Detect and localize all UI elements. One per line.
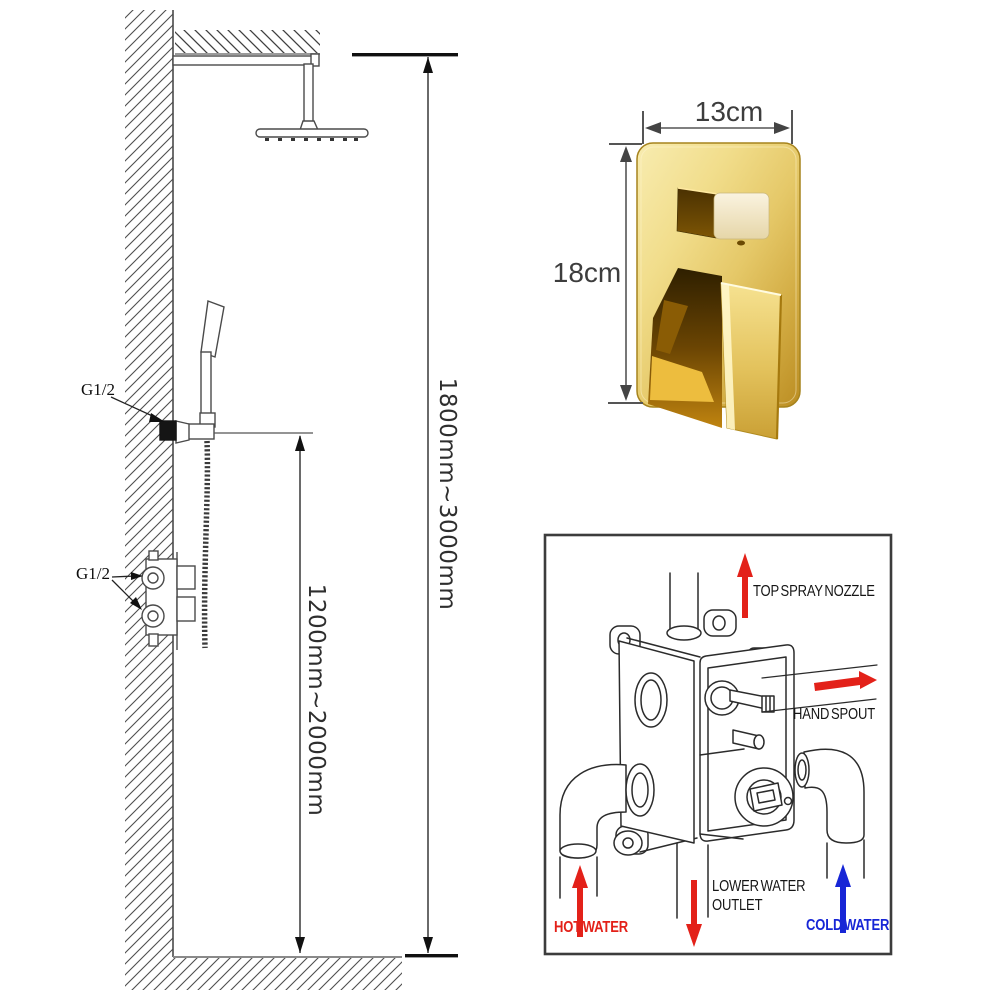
hand-shower-drawing [159, 300, 225, 444]
lower-outlet-arrow [686, 880, 702, 947]
width-dimension-line [642, 110, 793, 144]
cold-water-arrow [835, 864, 851, 933]
rain-shower-arm-drawing [172, 53, 320, 131]
gold-valve-handle-recess [648, 268, 722, 428]
gold-valve-diverter-knob [676, 187, 770, 246]
in-wall-mixer-valve-drawing [141, 550, 196, 650]
gold-valve-handle [720, 282, 783, 440]
overall-height-dimension-label: 1800mm~3000mm [434, 377, 460, 611]
lower-water-outlet-label-line1: LOWER WATER [712, 878, 806, 895]
top-spray-arrow [737, 553, 753, 618]
g12-lower-leader [111, 572, 143, 610]
handshower-height-dimension-label: 1200mm~2000mm [303, 583, 329, 817]
hand-spout-label: HAND SPOUT [793, 706, 876, 723]
height-dimension-line [608, 143, 643, 404]
dimension-line-overall [352, 53, 458, 958]
hot-water-arrow [572, 865, 588, 937]
shower-hose-drawing [201, 440, 211, 649]
g12-lower-label: G1/2 [76, 564, 110, 583]
valve-body-drawing [559, 572, 878, 919]
dimension-line-handshower [214, 432, 313, 953]
top-spray-nozzle-label: TOP SPRAY NOZZLE [753, 583, 875, 600]
floor-hatch [125, 956, 402, 990]
hand-spout-arrow [814, 671, 877, 691]
g12-upper-label: G1/2 [81, 380, 115, 399]
ceiling-hatch [175, 30, 320, 55]
valve-width-label: 13cm [694, 96, 764, 127]
cold-water-label: COLD WATER [806, 917, 890, 934]
valve-height-label: 18cm [552, 257, 622, 288]
wall-hatch [125, 10, 174, 957]
g12-upper-leader [110, 396, 165, 422]
lower-water-outlet-label-line2: OUTLET [712, 897, 763, 914]
hot-water-label: HOT WATER [554, 919, 628, 936]
rain-shower-head-drawing [255, 128, 369, 141]
